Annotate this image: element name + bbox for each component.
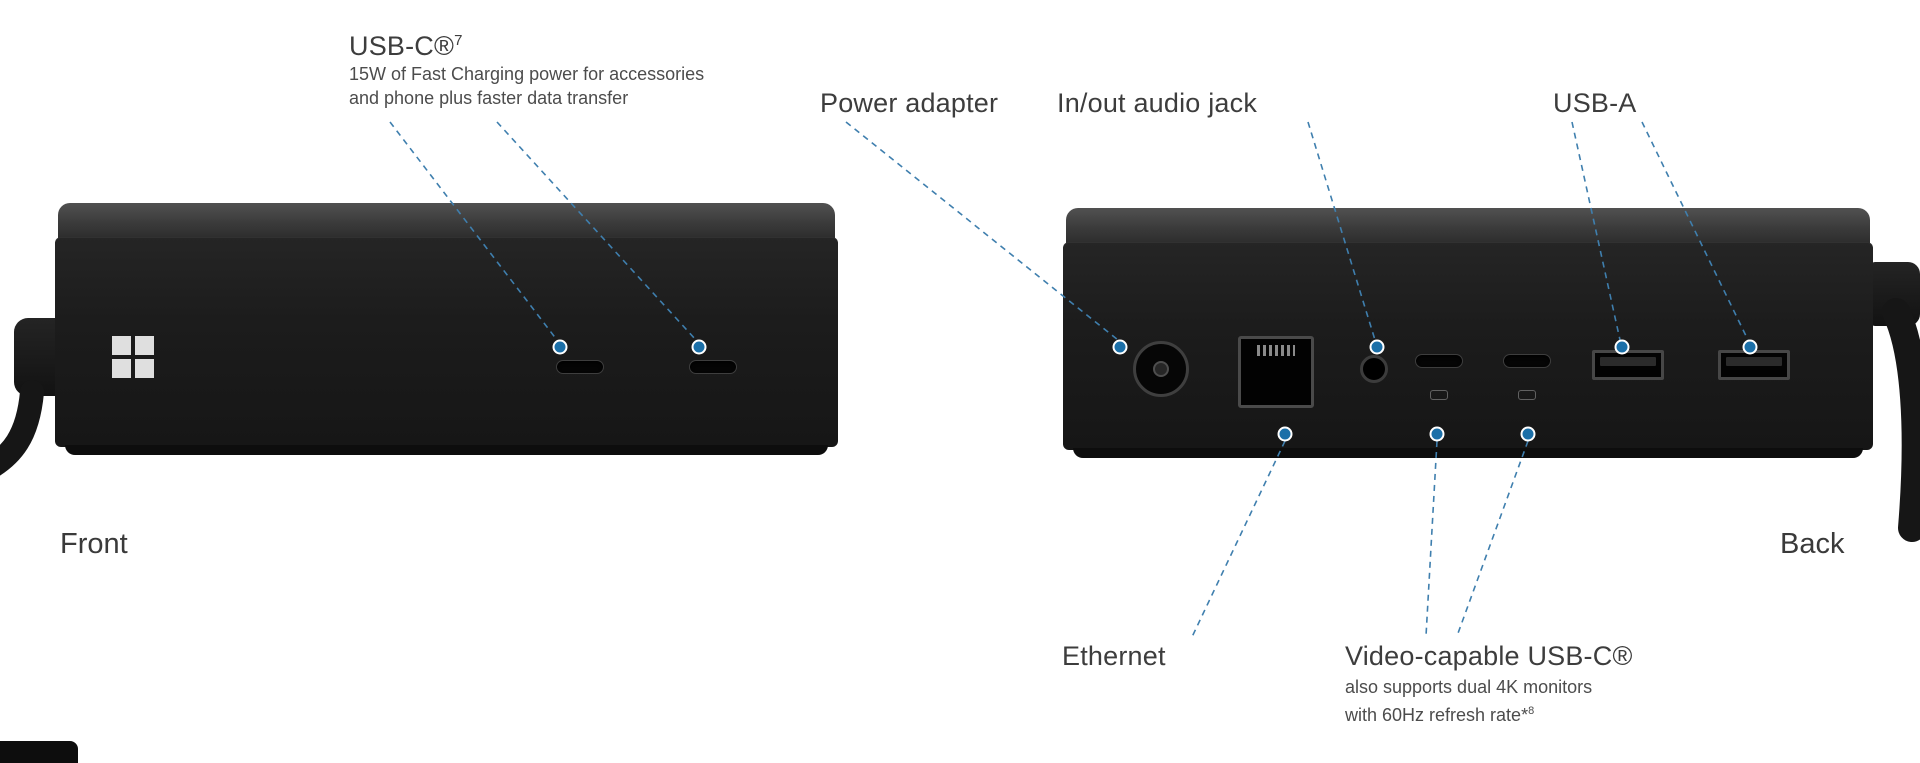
windows-logo-pane <box>135 359 154 378</box>
audio-jack-port <box>1360 355 1388 383</box>
callout-ethernet-label: Ethernet <box>1062 641 1166 671</box>
callout-video-usb-c-desc-line2-text: with 60Hz refresh rate* <box>1345 705 1529 725</box>
callout-video-usb-c-title-text: Video-capable USB-C® <box>1345 641 1633 671</box>
usb-a-port-1 <box>1592 350 1664 380</box>
windows-logo-pane <box>135 336 154 355</box>
usb-a-port-2 <box>1718 350 1790 380</box>
usb-a-tongue <box>1600 357 1656 366</box>
leader-ethernet <box>1191 440 1286 638</box>
windows-logo-pane <box>112 336 131 355</box>
callout-video-usb-c-title: Video-capable USB-C® <box>1345 641 1633 672</box>
dock-front-body <box>55 203 838 455</box>
display-icon <box>1518 390 1536 400</box>
back-cable-connector <box>1871 262 1920 326</box>
back-cable <box>1882 298 1920 542</box>
usb-c-port-back-2 <box>1503 354 1551 368</box>
dock-front-face <box>55 237 838 447</box>
power-adapter-port <box>1133 341 1189 397</box>
callout-usb-c-front-desc-line2: and phone plus faster data transfer <box>349 88 629 108</box>
usb-c-port-front-2 <box>689 360 737 374</box>
windows-logo-icon <box>112 336 154 378</box>
callout-video-usb-c-desc-line2: with 60Hz refresh rate*8 <box>1345 699 1534 727</box>
leader-video-usb-c-1 <box>1425 440 1438 637</box>
dock-back-base <box>1073 448 1863 458</box>
dock-back-body <box>1063 208 1873 458</box>
callout-usb-c-front-title-text: USB-C® <box>349 31 455 61</box>
ethernet-pins <box>1257 345 1295 356</box>
dock-front-view <box>55 203 838 455</box>
callout-usb-a-label: USB-A <box>1553 88 1637 118</box>
usb-a-tongue <box>1726 357 1782 366</box>
callout-power-adapter-label: Power adapter <box>820 88 999 118</box>
back-view-caption: Back <box>1780 528 1845 560</box>
windows-logo-pane <box>112 359 131 378</box>
callout-usb-c-front-footnote: 7 <box>454 32 463 49</box>
usb-c-port-front-1 <box>556 360 604 374</box>
dock-front-base <box>65 445 828 455</box>
power-port-pin <box>1153 361 1169 377</box>
front-view-caption: Front <box>60 528 128 560</box>
callout-video-usb-c-desc-line1: also supports dual 4K monitors <box>1345 677 1593 697</box>
charging-icon <box>1430 390 1448 400</box>
leader-video-usb-c-2 <box>1456 440 1529 637</box>
callout-usb-c-front-desc-line1: 15W of Fast Charging power for accessori… <box>349 64 705 84</box>
callout-audio-jack-label: In/out audio jack <box>1057 88 1258 118</box>
callout-video-usb-c-footnote: 8 <box>1528 705 1535 717</box>
dock-back-view <box>1063 208 1873 458</box>
callout-usb-c-front-title: USB-C®7 <box>349 31 463 62</box>
cable-fragment <box>0 741 78 763</box>
dock-back-face <box>1063 242 1873 450</box>
usb-c-port-back-1 <box>1415 354 1463 368</box>
ethernet-port <box>1238 336 1314 408</box>
front-cable <box>0 380 44 476</box>
